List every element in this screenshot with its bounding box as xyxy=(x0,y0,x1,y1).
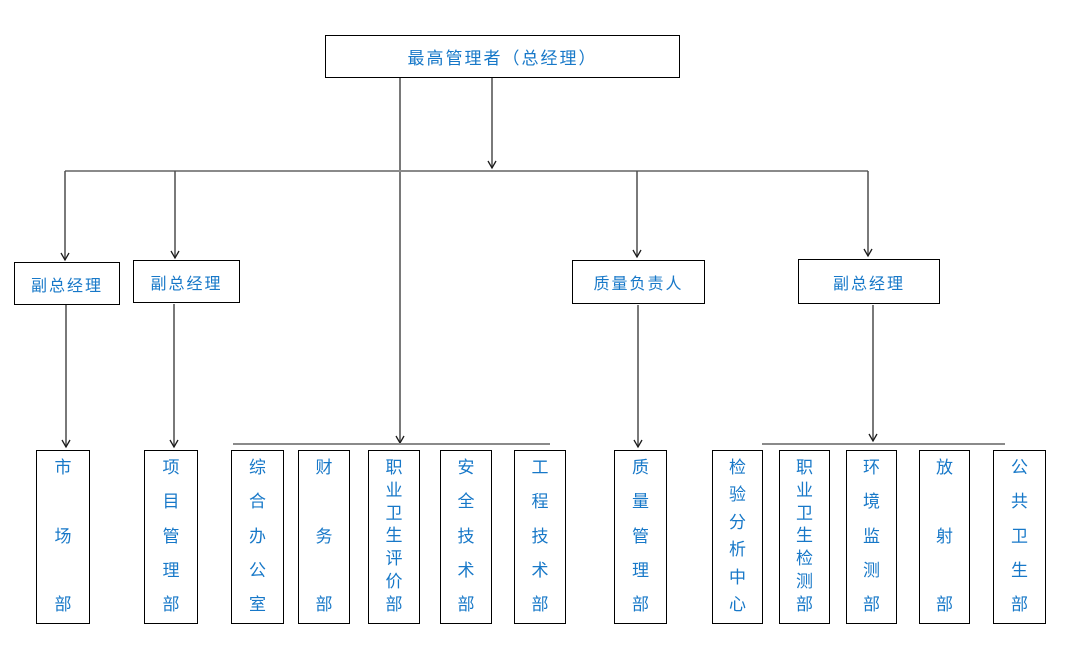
deputy-gm-box-3: 副总经理 xyxy=(798,259,940,304)
dept-environmental-monitoring: 环境监测部 xyxy=(846,450,897,624)
dept-engineering-technology: 工程技术部 xyxy=(514,450,566,624)
dept-project-management: 项目管理部 xyxy=(144,450,198,624)
dept-occupational-health-evaluation: 职业卫生评价部 xyxy=(368,450,420,624)
deputy-gm-box-2: 副总经理 xyxy=(133,260,240,303)
dept-general-office: 综合办公室 xyxy=(231,450,284,624)
dept-quality-management: 质量管理部 xyxy=(614,450,667,624)
deputy-gm-box-1: 副总经理 xyxy=(14,262,120,305)
dept-occupational-health-testing: 职业卫生检测部 xyxy=(779,450,830,624)
dept-marketing: 市场部 xyxy=(36,450,90,624)
quality-lead-box: 质量负责人 xyxy=(572,260,705,304)
top-management-box: 最高管理者（总经理） xyxy=(325,35,680,78)
dept-finance: 财务部 xyxy=(298,450,350,624)
dept-public-health: 公共卫生部 xyxy=(993,450,1046,624)
dept-safety-technology: 安全技术部 xyxy=(440,450,492,624)
dept-radiation: 放射部 xyxy=(919,450,970,624)
dept-inspection-analysis-center: 检验分析中心 xyxy=(712,450,763,624)
